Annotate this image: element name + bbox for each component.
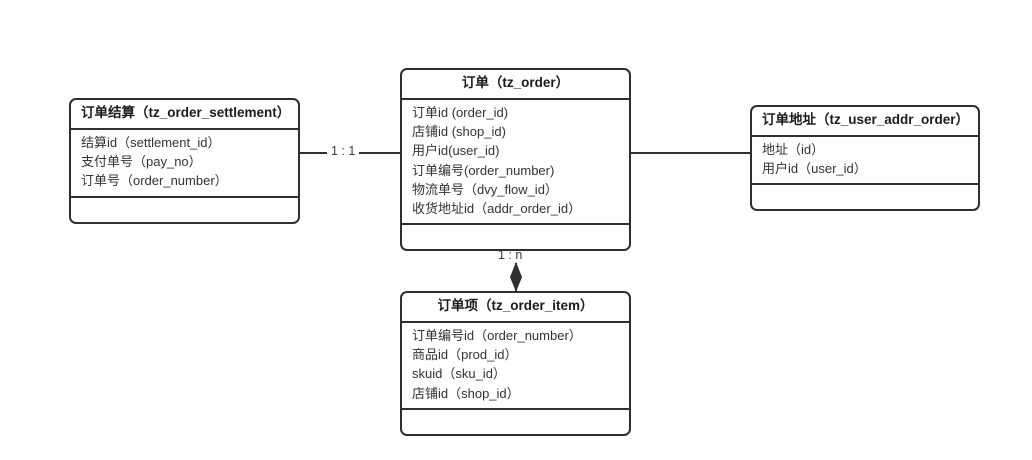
attribute-row: 用户id(user_id) (412, 143, 500, 159)
attribute-row: 物流单号（dvy_flow_id） (412, 181, 558, 197)
entity-order[interactable]: 订单（tz_order） 订单id (order_id) 店铺id (shop_… (400, 68, 631, 252)
attribute-row: 地址（id） (762, 141, 825, 157)
entity-footer-order-address (752, 185, 978, 209)
attribute-row: 结算id（settlement_id） (81, 134, 221, 150)
attribute-row: 订单编号(order_number) (412, 162, 555, 178)
attribute-row: 用户id（user_id） (762, 161, 867, 177)
attribute-row: 支付单号（pay_no） (81, 154, 202, 170)
attribute-row: skuid（sku_id） (412, 366, 506, 382)
entity-order-item[interactable]: 订单项（tz_order_item） 订单编号id（order_number） … (400, 291, 631, 436)
attribute-row: 店铺id (shop_id) (412, 124, 506, 140)
entity-footer-order-item (402, 410, 629, 434)
entity-title-order-address: 订单地址（tz_user_addr_order） (752, 107, 978, 137)
entity-title-order-settlement: 订单结算（tz_order_settlement） (71, 100, 298, 130)
attribute-row: 收货地址id（addr_order_id） (412, 201, 582, 217)
entity-title-order: 订单（tz_order） (402, 70, 629, 100)
entity-attributes-order-item: 订单编号id（order_number） 商品id（prod_id） skuid… (402, 323, 629, 410)
attribute-row: 店铺id（shop_id） (412, 385, 520, 401)
entity-order-address[interactable]: 订单地址（tz_user_addr_order） 地址（id） 用户id（use… (750, 105, 980, 212)
attribute-row: 商品id（prod_id） (412, 347, 518, 363)
entity-footer-order (402, 225, 629, 249)
entity-attributes-order-settlement: 结算id（settlement_id） 支付单号（pay_no） 订单号（ord… (71, 130, 298, 198)
entity-footer-order-settlement (71, 198, 298, 222)
entity-title-order-item: 订单项（tz_order_item） (402, 293, 629, 323)
entity-attributes-order: 订单id (order_id) 店铺id (shop_id) 用户id(user… (402, 100, 629, 226)
entity-order-settlement[interactable]: 订单结算（tz_order_settlement） 结算id（settlemen… (69, 98, 300, 224)
edge-label-settlement-order: 1 : 1 (327, 144, 360, 159)
filled-diamond-marker (507, 262, 525, 292)
attribute-row: 订单编号id（order_number） (412, 327, 582, 343)
attribute-row: 订单号（order_number） (81, 173, 228, 189)
entity-attributes-order-address: 地址（id） 用户id（user_id） (752, 137, 978, 186)
connector-order-address (631, 152, 750, 154)
edge-label-order-orderitem: 1 : n (494, 248, 527, 263)
attribute-row: 订单id (order_id) (412, 104, 509, 120)
